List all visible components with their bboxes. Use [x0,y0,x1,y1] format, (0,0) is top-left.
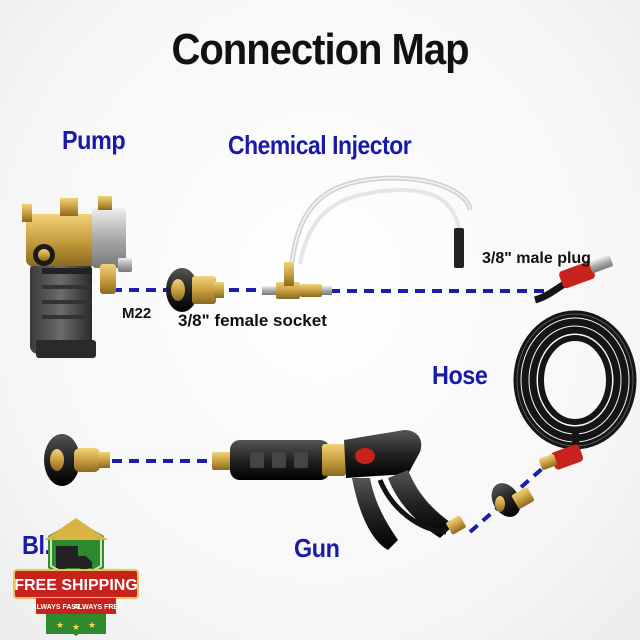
svg-text:★: ★ [72,622,80,632]
page-title: Connection Map [171,26,469,74]
label-female-socket: 3/8" female socket [178,311,327,330]
free-shipping-badge: ★ ★ ★ FREE SHIPPING ALWAYS FAST ALWAYS F… [13,518,139,636]
label-chemical-injector: Chemical Injector [228,130,412,160]
svg-text:★: ★ [88,620,96,630]
label-gun: Gun [294,533,340,563]
label-m22: M22 [122,305,152,322]
chemical-injector-image [262,175,473,299]
pump-image [22,196,132,358]
hose-fittings [491,255,613,517]
label-male-plug: 3/8" male plug [482,250,591,267]
badge-right-text: ALWAYS FREE [73,604,123,611]
badge-left-text: ALWAYS FAST [32,604,81,611]
svg-text:★: ★ [56,620,64,630]
label-pump: Pump [62,125,126,155]
female-socket-image [166,268,224,312]
nozzle-image [44,434,110,486]
badge-main-text: FREE SHIPPING [14,577,138,594]
label-hose: Hose [432,360,488,390]
gun-image [212,430,466,550]
